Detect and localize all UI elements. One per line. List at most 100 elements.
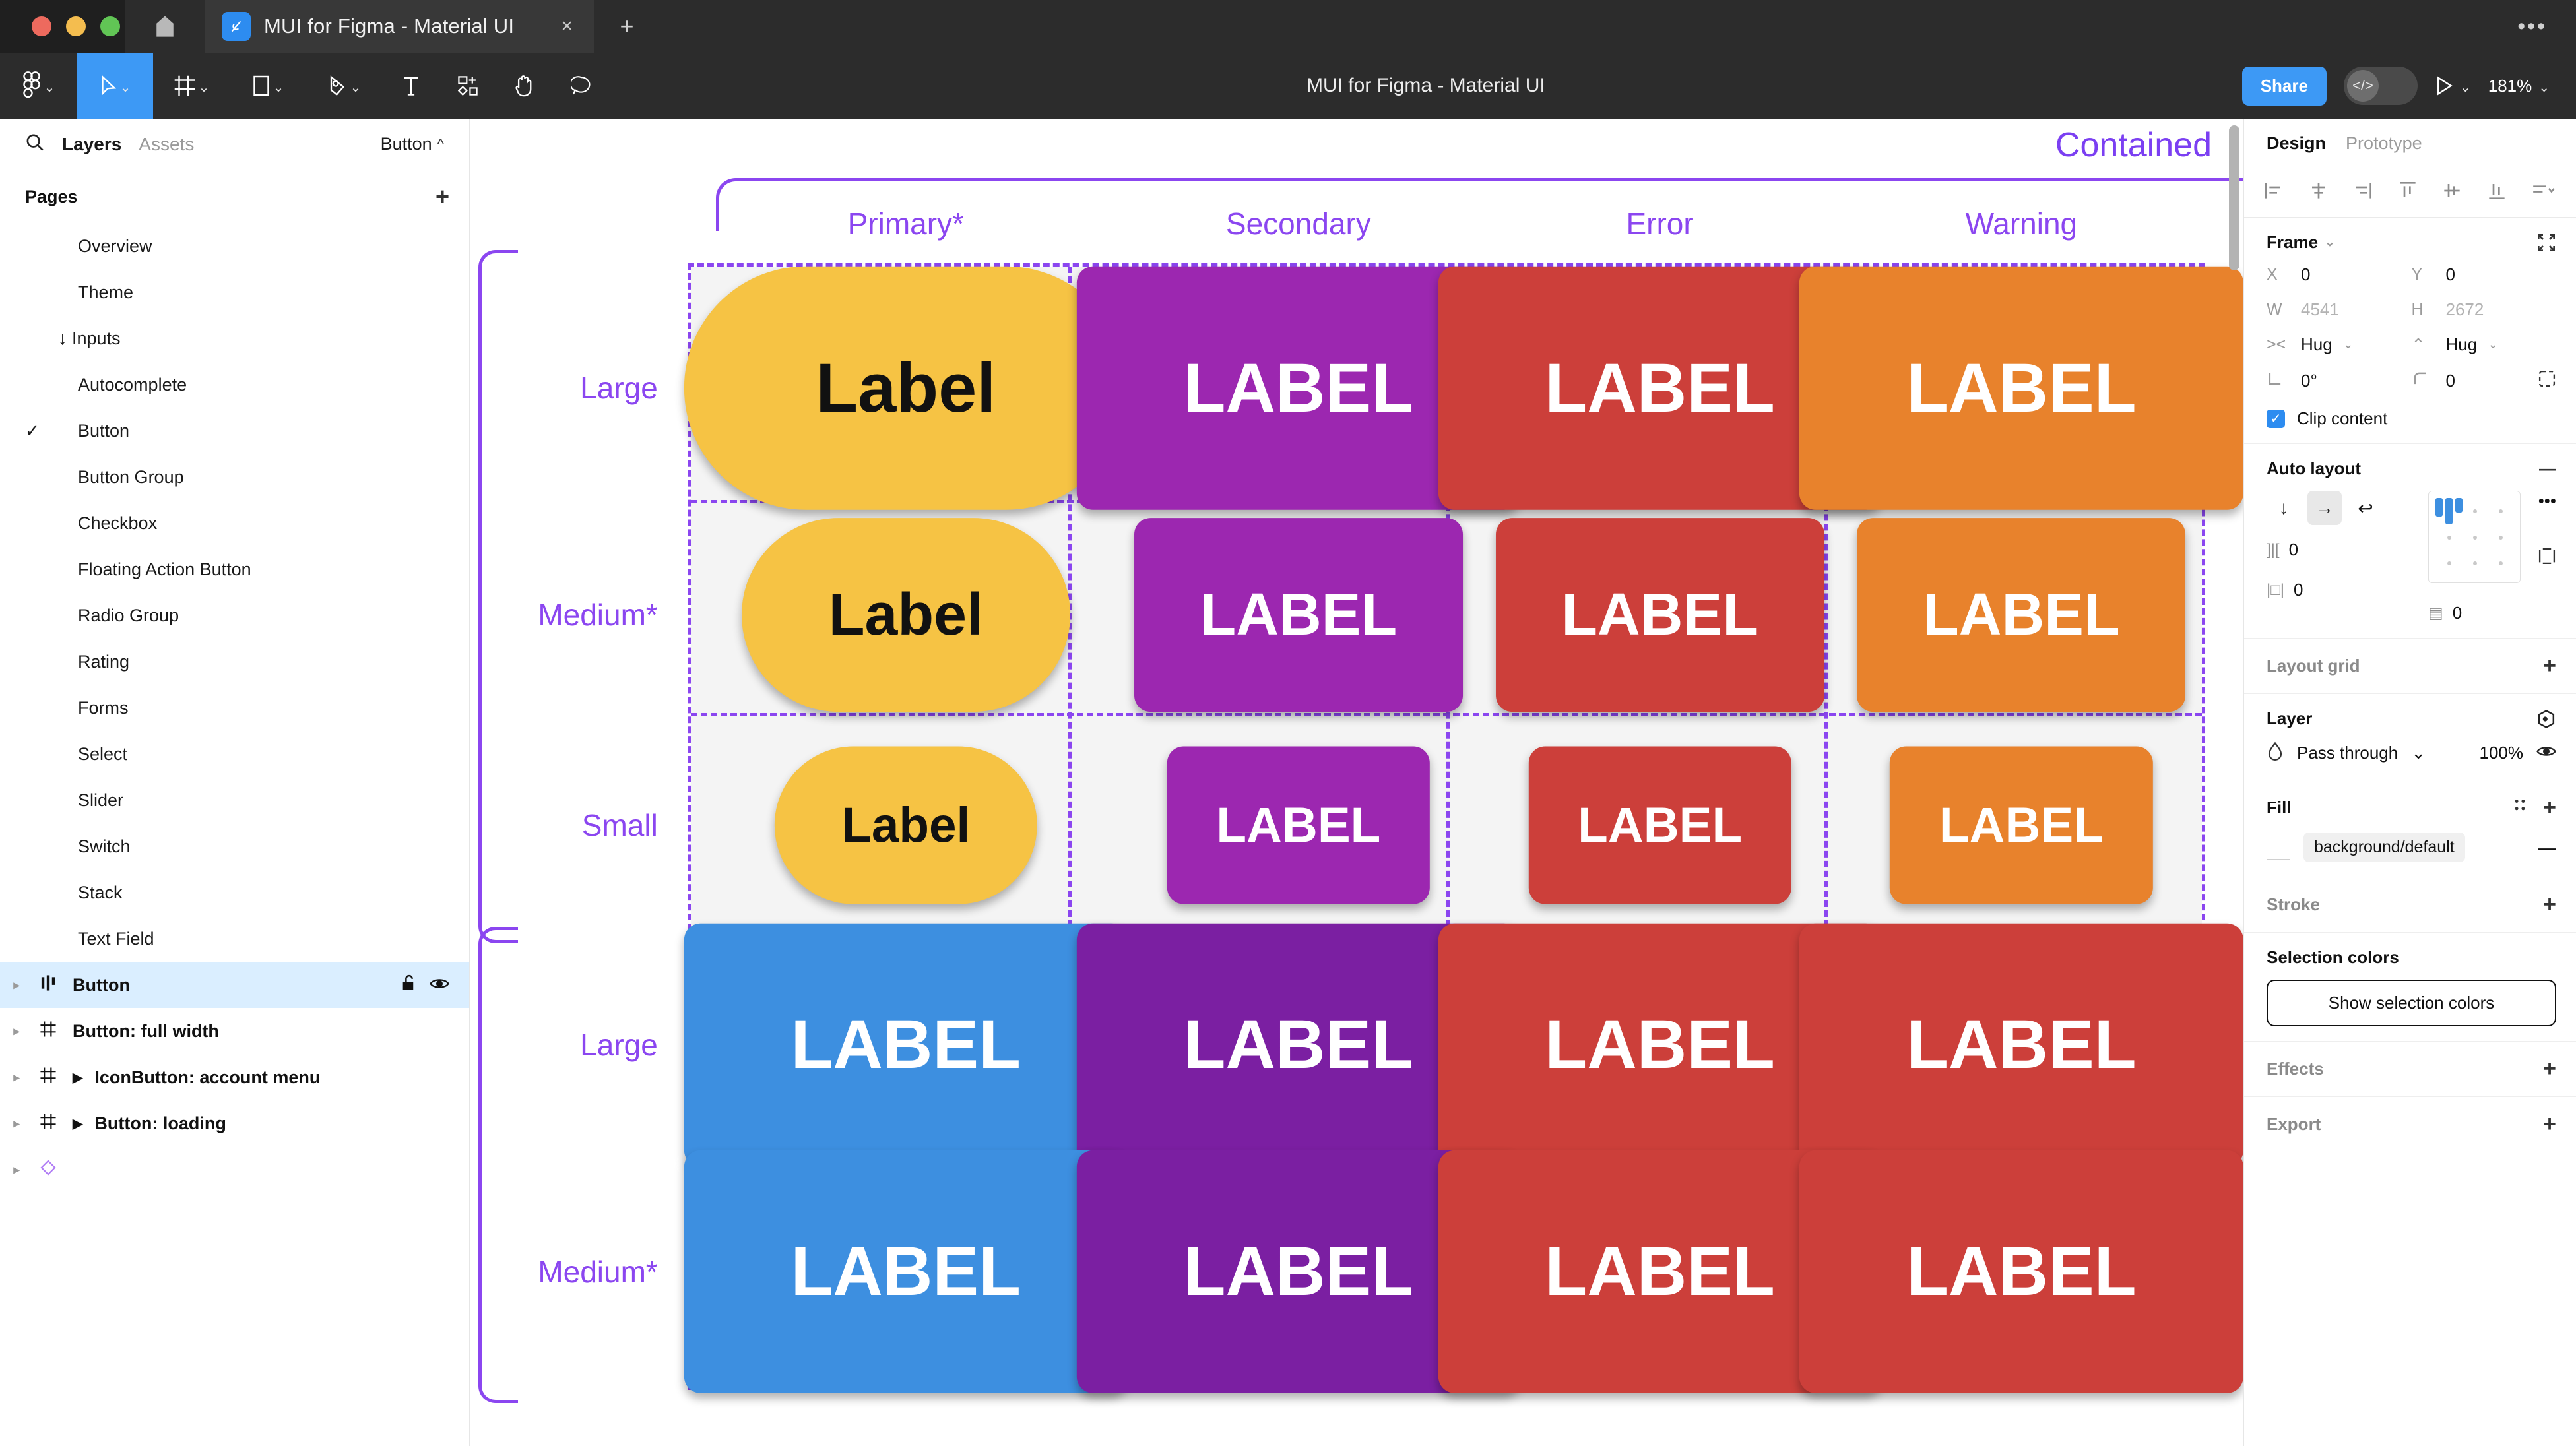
close-window-button[interactable] [32, 16, 51, 36]
window-menu-icon[interactable]: ••• [2517, 13, 2547, 39]
mask-icon[interactable] [2536, 709, 2556, 729]
hand-tool-icon[interactable] [496, 53, 553, 119]
layer-item-button-loading[interactable]: ▸▶Button: loading [0, 1100, 469, 1147]
add-export-button[interactable]: + [2543, 1112, 2556, 1137]
layer-item-button-full-width[interactable]: ▸Button: full width [0, 1008, 469, 1054]
align-dot[interactable] [2447, 561, 2451, 565]
page-item-switch[interactable]: Switch [0, 823, 469, 869]
tab-layers[interactable]: Layers [62, 133, 122, 154]
style-picker-icon[interactable] [2511, 797, 2528, 819]
expand-arrow-icon[interactable]: ▸ [13, 1070, 20, 1084]
button-primary-large[interactable]: Label [684, 267, 1128, 510]
frame-x[interactable]: X 0 [2267, 265, 2412, 285]
align-dot[interactable] [2473, 535, 2478, 540]
align-top-icon[interactable] [2398, 181, 2418, 204]
caret-right-icon[interactable]: ▶ [73, 1070, 83, 1085]
button-secondary-small[interactable]: LABEL [1167, 746, 1431, 904]
page-item-slider[interactable]: Slider [0, 777, 469, 823]
align-horizontal-center-icon[interactable] [2309, 181, 2329, 204]
align-left-icon[interactable] [2264, 181, 2284, 204]
button-error-medium[interactable]: LABEL [1495, 518, 1824, 712]
page-item-autocomplete[interactable]: Autocomplete [0, 362, 469, 408]
align-dot[interactable] [2498, 561, 2503, 565]
tab-design[interactable]: Design [2267, 133, 2327, 153]
button-primary-medium[interactable]: LABEL [684, 1150, 1128, 1394]
chevron-down-icon[interactable]: ⌄ [198, 80, 210, 95]
align-vertical-center-icon[interactable] [2442, 181, 2462, 204]
page-item-floating-action-button[interactable]: Floating Action Button [0, 546, 469, 592]
independent-corners-icon[interactable] [2538, 369, 2556, 393]
frame-tool-icon[interactable]: ⌄ [153, 53, 230, 119]
add-layout-grid-button[interactable]: + [2543, 653, 2556, 678]
new-tab-button[interactable]: + [620, 13, 634, 40]
add-page-button[interactable]: + [435, 183, 449, 210]
close-icon[interactable]: × [561, 15, 573, 37]
page-item-overview[interactable]: Overview [0, 223, 469, 269]
share-button[interactable]: Share [2241, 66, 2327, 106]
frame-title-label[interactable]: Contained [2055, 126, 2212, 164]
page-item-rating[interactable]: Rating [0, 639, 469, 685]
figma-menu-icon[interactable]: ⌄ [0, 53, 77, 119]
button-warning-small[interactable]: LABEL [1890, 746, 2153, 904]
layer-item-button[interactable]: ▸Button [0, 962, 469, 1008]
remove-auto-layout-button[interactable]: — [2539, 458, 2556, 478]
browser-tab[interactable]: MUI for Figma - Material UI × [205, 0, 594, 53]
tab-prototype[interactable]: Prototype [2346, 133, 2422, 153]
blend-mode-value[interactable]: Pass through [2297, 743, 2399, 763]
individual-padding-icon[interactable] [2538, 547, 2556, 569]
tab-assets[interactable]: Assets [139, 133, 195, 154]
expand-arrow-icon[interactable]: ▸ [13, 1116, 20, 1130]
frame-rotation[interactable]: 0° [2267, 369, 2412, 393]
present-button[interactable]: ⌄ [2435, 75, 2471, 96]
button-secondary-medium[interactable]: LABEL [1134, 518, 1463, 712]
eye-icon[interactable] [430, 975, 449, 995]
direction-vertical-button[interactable]: ↓ [2279, 497, 2288, 518]
maximize-window-button[interactable] [100, 16, 120, 36]
button-warning-large[interactable]: LABEL [1799, 267, 2243, 510]
comment-tool-icon[interactable] [553, 53, 610, 119]
eye-icon[interactable] [2536, 743, 2556, 763]
frame-resize-vertical[interactable]: ⌃ Hug ⌄ [2412, 334, 2557, 355]
align-dot[interactable] [2473, 509, 2478, 513]
page-item-button[interactable]: ✓Button [0, 408, 469, 454]
clip-content-row[interactable]: ✓ Clip content [2267, 408, 2556, 429]
layer-item--menu-[interactable]: ▸ [0, 1147, 469, 1193]
frame-w[interactable]: W 4541 [2267, 299, 2412, 320]
remove-fill-button[interactable]: — [2538, 836, 2556, 858]
page-item-button-group[interactable]: Button Group [0, 454, 469, 500]
chevron-down-icon[interactable]: ⌄ [44, 80, 55, 95]
minimize-window-button[interactable] [66, 16, 86, 36]
button-primary-small[interactable]: Label [774, 746, 1037, 904]
align-dot[interactable] [2447, 535, 2451, 540]
text-tool-icon[interactable] [383, 53, 439, 119]
frame-h[interactable]: H 2672 [2412, 299, 2557, 320]
move-tool-icon[interactable]: ⌄ [77, 53, 153, 119]
show-selection-colors-button[interactable]: Show selection colors [2267, 980, 2556, 1026]
align-right-icon[interactable] [2353, 181, 2373, 204]
resources-icon[interactable] [439, 53, 496, 119]
direction-wrap-button[interactable]: ↩ [2358, 497, 2373, 519]
auto-layout-more-button[interactable]: ••• [2538, 491, 2556, 511]
button-primary-large[interactable]: LABEL [684, 923, 1128, 1167]
align-dot[interactable] [2498, 509, 2503, 513]
add-effect-button[interactable]: + [2543, 1056, 2556, 1081]
fill-color-swatch[interactable] [2267, 835, 2290, 860]
chevron-down-icon[interactable]: ⌄ [350, 80, 362, 95]
search-icon[interactable] [25, 133, 45, 156]
chevron-down-icon[interactable]: ⌄ [2538, 80, 2550, 95]
frame-corner-radius[interactable]: 0 [2412, 369, 2557, 393]
button-warning-medium[interactable]: LABEL [1857, 518, 2186, 712]
distribute-menu-icon[interactable] [2531, 181, 2556, 204]
pen-tool-icon[interactable]: ⌄ [306, 53, 383, 119]
page-item-checkbox[interactable]: Checkbox [0, 500, 469, 546]
layer-item-iconbutton-account-menu[interactable]: ▸▶IconButton: account menu [0, 1054, 469, 1100]
page-item-inputs[interactable]: ↓ Inputs [0, 315, 469, 362]
page-item-radio-group[interactable]: Radio Group [0, 592, 469, 639]
add-fill-button[interactable]: + [2543, 795, 2556, 820]
home-button[interactable] [125, 0, 205, 53]
button-warning-large[interactable]: LABEL [1799, 923, 2243, 1167]
auto-layout-padding-vertical[interactable]: ▤ 0 [2428, 603, 2521, 623]
dev-mode-toggle[interactable]: </> [2343, 67, 2418, 105]
chevron-down-icon[interactable]: ⌄ [2459, 80, 2471, 95]
